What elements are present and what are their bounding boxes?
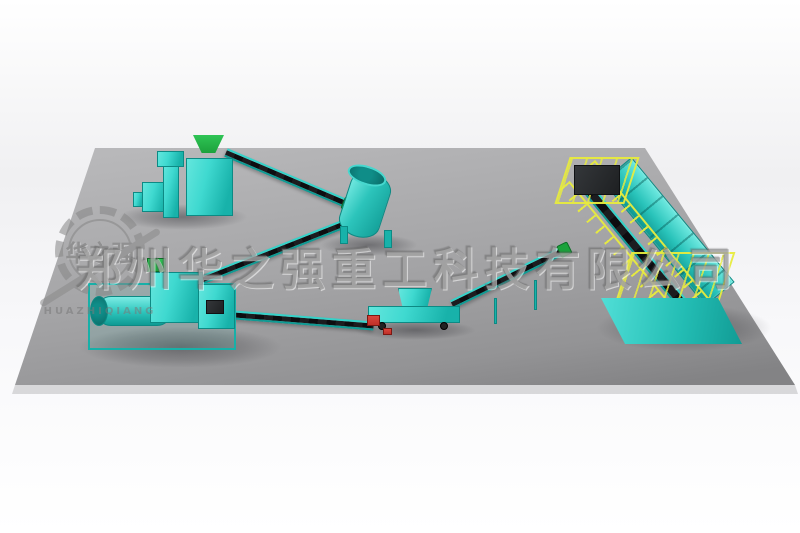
feeder-motor — [133, 192, 143, 207]
red-valve — [383, 328, 392, 335]
conveyor-support-leg-2 — [534, 280, 537, 310]
feed-hopper — [193, 135, 224, 153]
packing-platform-floor — [601, 298, 742, 344]
feed-station-hopper — [574, 165, 620, 195]
shadow-granulation-cluster — [78, 326, 283, 368]
drum-leg-2 — [384, 230, 392, 248]
drum-leg-1 — [340, 226, 348, 244]
weigher-base-frame — [368, 306, 460, 323]
base-roller-2 — [440, 322, 448, 330]
bucket-elevator-head — [157, 151, 184, 167]
base-roller-1 — [378, 322, 386, 330]
watermark-logo: 华之强 HUAZHIQIANG — [36, 206, 164, 342]
granulator-machine — [150, 272, 203, 323]
logo-brand-latin: HUAZHIQIANG — [43, 306, 157, 317]
red-drive-unit — [367, 315, 380, 326]
screening-machine — [186, 158, 233, 216]
conveyor-support-leg-1 — [494, 298, 497, 324]
granulator-motor — [147, 258, 166, 272]
crusher-machine — [198, 284, 235, 329]
watermark-company-name: 郑州华之强重工科技有限公司 — [76, 243, 740, 296]
bucket-elevator-tower — [163, 162, 179, 218]
mixer-end-cap — [90, 296, 108, 326]
crusher-inlet — [206, 300, 224, 314]
